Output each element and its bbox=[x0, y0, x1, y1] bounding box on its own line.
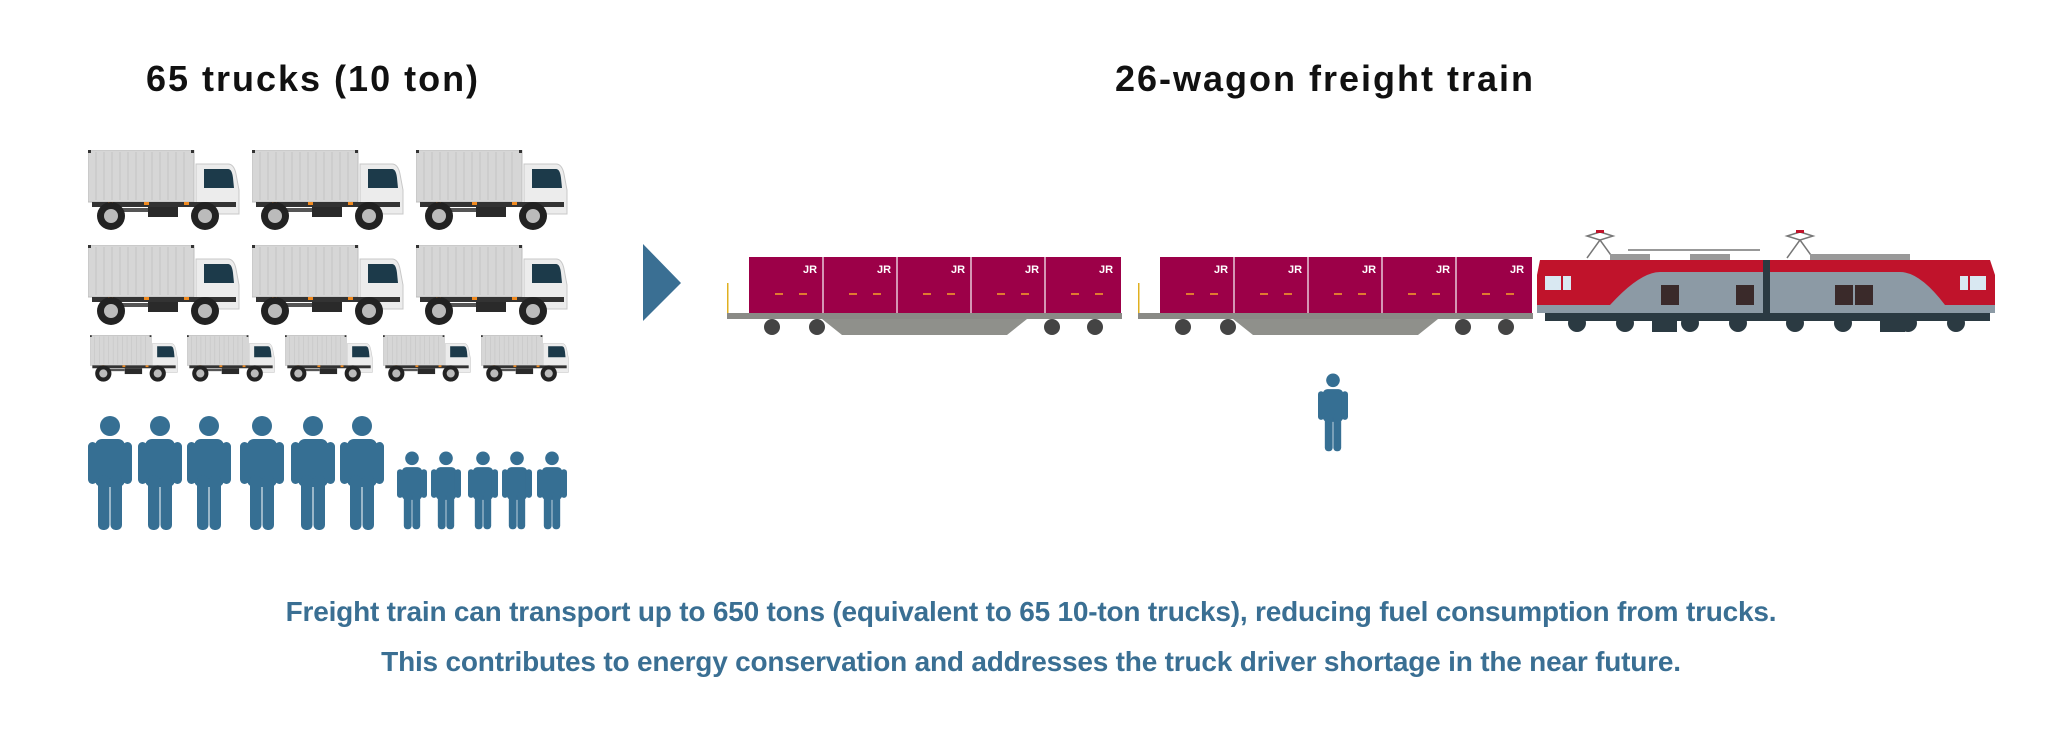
freight-train bbox=[727, 256, 1533, 335]
trucks-title: 65 trucks (10 ton) bbox=[145, 58, 481, 99]
large-truck-icon bbox=[252, 150, 404, 231]
large-driver-icon bbox=[187, 416, 231, 530]
caption-line-2: This contributes to energy conservation … bbox=[381, 646, 1681, 677]
caption-line-1: Freight train can transport up to 650 to… bbox=[285, 596, 1777, 627]
small-truck-icon bbox=[187, 335, 275, 382]
locomotive bbox=[1537, 230, 1995, 332]
small-truck-icon bbox=[383, 335, 471, 382]
small-driver-icon bbox=[397, 451, 427, 530]
small-driver-icon bbox=[502, 451, 532, 530]
small-truck-icon bbox=[481, 335, 569, 382]
small-truck-icon bbox=[90, 335, 178, 382]
small-driver-icon bbox=[431, 451, 461, 530]
train-driver-icon bbox=[1318, 373, 1348, 452]
small-truck-icon bbox=[285, 335, 373, 382]
large-driver-icon bbox=[88, 416, 132, 530]
large-truck-icon bbox=[416, 245, 568, 326]
large-driver-icon bbox=[340, 416, 384, 530]
small-driver-icon bbox=[468, 451, 498, 530]
large-driver-icon bbox=[291, 416, 335, 530]
arrow-right-icon bbox=[643, 244, 681, 321]
large-truck-icon bbox=[88, 150, 240, 231]
small-driver-icon bbox=[537, 451, 567, 530]
container-wagon bbox=[1138, 256, 1533, 335]
large-truck-icon bbox=[252, 245, 404, 326]
large-truck-icon bbox=[88, 245, 240, 326]
large-truck-icon bbox=[416, 150, 568, 231]
drivers-group bbox=[88, 416, 567, 530]
container-wagon bbox=[727, 256, 1122, 335]
trucks-group bbox=[88, 150, 569, 382]
large-driver-icon bbox=[240, 416, 284, 530]
train-title: 26-wagon freight train bbox=[1114, 58, 1536, 99]
large-driver-icon bbox=[138, 416, 182, 530]
